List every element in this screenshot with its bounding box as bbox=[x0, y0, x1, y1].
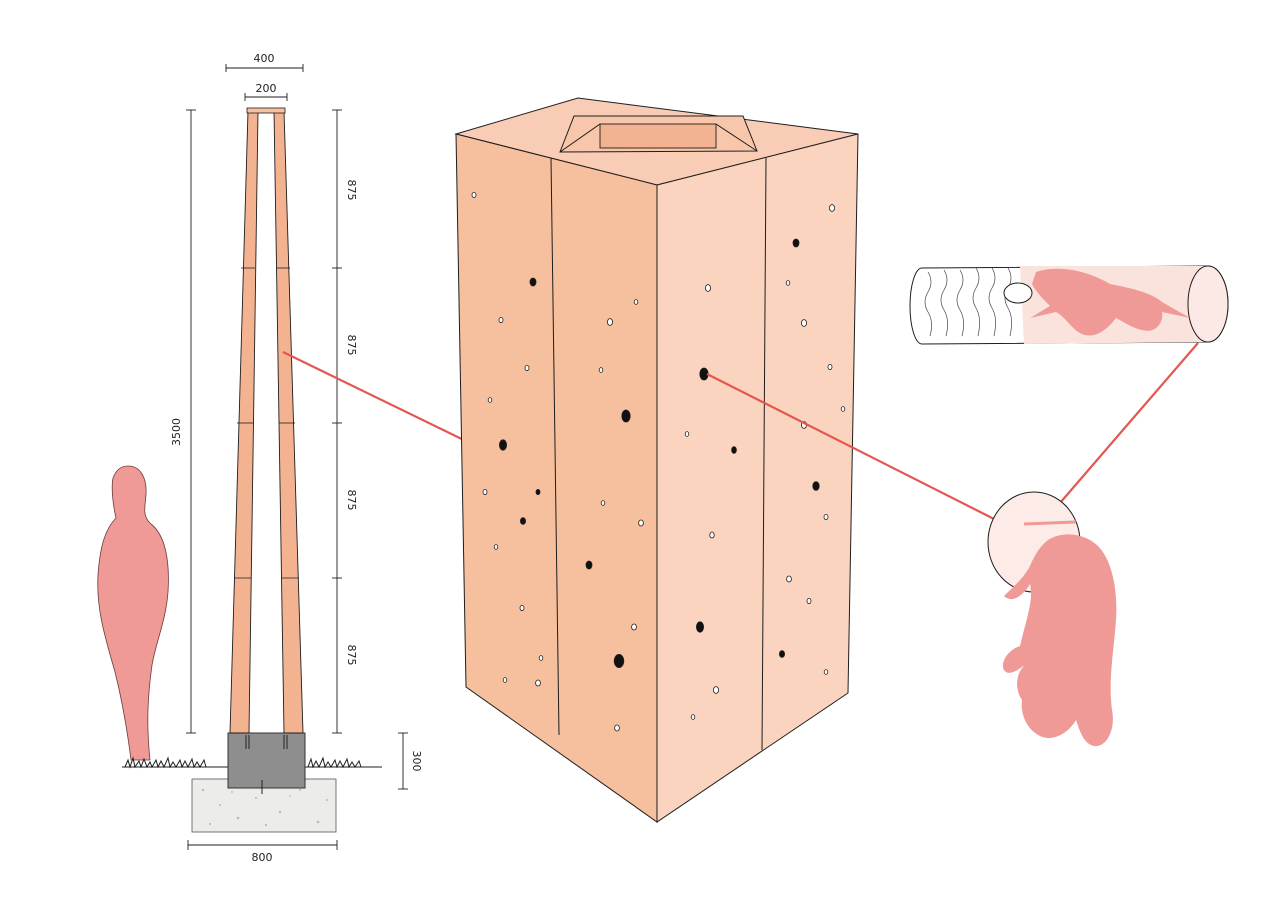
bee-silhouette-icon bbox=[1030, 268, 1190, 336]
steel-base bbox=[227, 732, 306, 789]
bee-detail bbox=[987, 491, 1117, 747]
isometric-pillar bbox=[454, 97, 859, 823]
dimension-segment-1: 875 bbox=[345, 180, 358, 201]
elevation-drawing: 400 200 3500 875 875 875 875 300 bbox=[97, 52, 423, 864]
nesting-tube bbox=[909, 265, 1229, 345]
leader-line-tube bbox=[1059, 342, 1199, 504]
nesting-holes bbox=[471, 191, 846, 732]
column-right-leg bbox=[273, 110, 304, 734]
column-left-leg bbox=[229, 110, 259, 734]
bee-detail-silhouette-icon bbox=[1002, 534, 1117, 747]
dimension-segment-4: 875 bbox=[345, 645, 358, 666]
top-dimension-lines bbox=[225, 64, 304, 101]
dimension-top-outer: 400 bbox=[254, 52, 275, 65]
pillar-left-face bbox=[455, 133, 658, 823]
dimension-foundation-width: 800 bbox=[252, 851, 273, 864]
dimension-foundation-depth: 300 bbox=[410, 751, 423, 772]
leader-line-elevation bbox=[282, 351, 473, 445]
leader-line-hole bbox=[706, 373, 999, 522]
ground-line bbox=[122, 756, 382, 769]
dimension-top-inner: 200 bbox=[256, 82, 277, 95]
human-silhouette-icon bbox=[97, 465, 169, 761]
dimension-total-height: 3500 bbox=[170, 418, 183, 446]
dimension-segment-2: 875 bbox=[345, 335, 358, 356]
dimension-segment-3: 875 bbox=[345, 490, 358, 511]
pillar-right-face bbox=[656, 133, 859, 823]
